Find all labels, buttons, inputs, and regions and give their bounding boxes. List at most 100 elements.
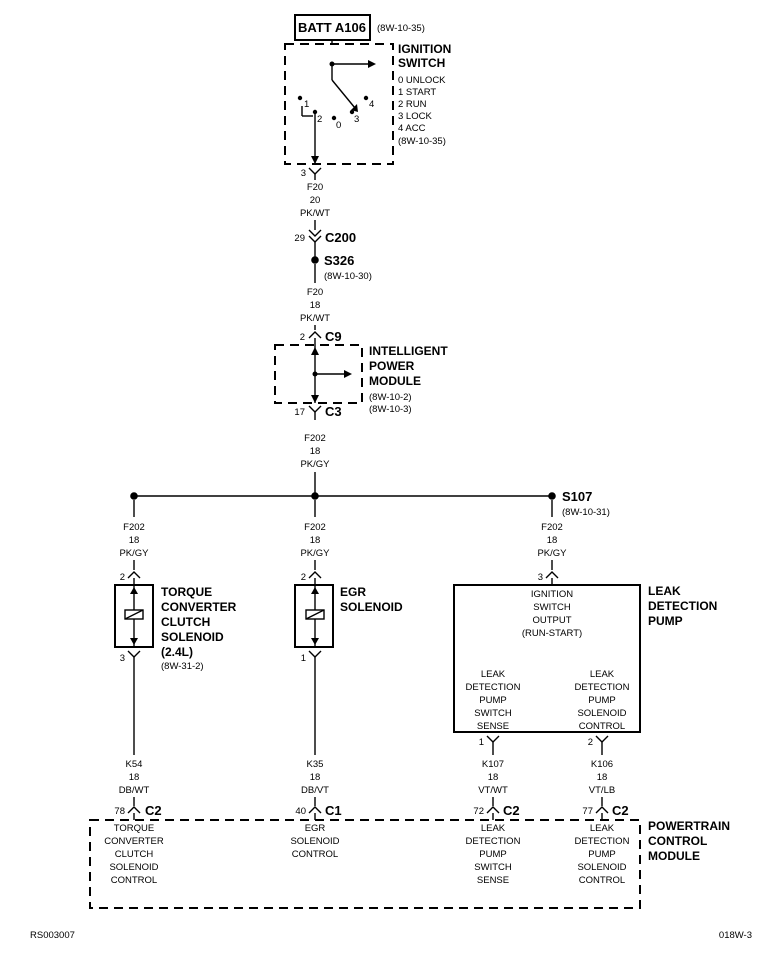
ign-pos-2: 2 RUN bbox=[398, 99, 427, 110]
b1-pin-in: 2 bbox=[120, 572, 125, 583]
ign-pin-4: 4 bbox=[369, 99, 374, 110]
pcm-ldp-sense-5: SENSE bbox=[477, 875, 509, 886]
ign-ref: (8W-10-35) bbox=[398, 136, 446, 147]
ign-pos-0: 0 UNLOCK bbox=[398, 75, 446, 86]
ign-out-pin: 3 bbox=[301, 168, 306, 179]
connector-c200: 29 C200 bbox=[294, 229, 356, 260]
b2-out-color: DB/VT bbox=[301, 785, 329, 796]
pcm-ldp-ctrl-2: DETECTION bbox=[575, 836, 630, 847]
ign-pin-3: 3 bbox=[354, 114, 359, 125]
b1-pcm-conn: C2 bbox=[145, 803, 162, 818]
b3-wire-circuit: F202 bbox=[541, 522, 563, 533]
b2-pcm-conn: C1 bbox=[325, 803, 342, 818]
pcm-egr-3: CONTROL bbox=[292, 849, 338, 860]
b2-wire-circuit: F202 bbox=[304, 522, 326, 533]
powertrain-control-module: POWERTRAIN CONTROL MODULE TORQUE CONVERT… bbox=[89, 819, 730, 909]
ipm-in-conn: C9 bbox=[325, 329, 342, 344]
b3-box-right-4: SOLENOID bbox=[577, 708, 626, 719]
b3-title-1: LEAK bbox=[648, 584, 681, 598]
w2-circuit: F20 bbox=[307, 287, 323, 298]
ipm-title-3: MODULE bbox=[369, 374, 421, 388]
intelligent-power-module: 2 C9 INTELLIGENT POWER MODULE (8W-10-2) … bbox=[274, 329, 448, 420]
b3-pcm-conn-b: C2 bbox=[612, 803, 629, 818]
b3-title-3: PUMP bbox=[648, 614, 683, 628]
b3-box-left-5: SENSE bbox=[477, 721, 509, 732]
branch-egr-solenoid: F202 18 PK/GY 2 1 EGR SOLENOID K35 18 DB… bbox=[294, 522, 403, 820]
ign-pin-0: 0 bbox=[336, 120, 341, 131]
w2-gauge: 18 bbox=[310, 300, 321, 311]
w1-circuit: F20 bbox=[307, 182, 323, 193]
w2-color: PK/WT bbox=[300, 313, 330, 324]
s107-ref: (8W-10-31) bbox=[562, 507, 610, 518]
b3-wire-a-gauge: 18 bbox=[488, 772, 499, 783]
b1-title-5: (2.4L) bbox=[161, 645, 193, 659]
ign-pos-4: 4 ACC bbox=[398, 123, 426, 134]
b2-wire-color: PK/GY bbox=[300, 548, 330, 559]
pcm-ldp-sense-3: PUMP bbox=[479, 849, 506, 860]
b3-box-right-3: PUMP bbox=[588, 695, 615, 706]
b2-pin-in: 2 bbox=[301, 572, 306, 583]
b3-box-left-1: LEAK bbox=[481, 669, 506, 680]
b1-pcm-pin: 78 bbox=[114, 806, 125, 817]
b3-box-top-1: IGNITION bbox=[531, 589, 573, 600]
s326-name: S326 bbox=[324, 253, 354, 268]
s107-name: S107 bbox=[562, 489, 592, 504]
ign-title-1: IGNITION bbox=[398, 42, 451, 56]
pcm-ldp-ctrl-4: SOLENOID bbox=[577, 862, 626, 873]
pcm-title-3: MODULE bbox=[648, 849, 700, 863]
b3-title-2: DETECTION bbox=[648, 599, 717, 613]
pcm-tcc-5: CONTROL bbox=[111, 875, 157, 886]
b2-wire-gauge: 18 bbox=[310, 535, 321, 546]
b2-title-1: EGR bbox=[340, 585, 366, 599]
branch-leak-detection-pump: F202 18 PK/GY 3 LEAK DETECTION PUMP IGNI… bbox=[453, 522, 717, 820]
ipm-title-2: POWER bbox=[369, 359, 415, 373]
batt-ref: (8W-10-35) bbox=[377, 23, 425, 34]
pcm-egr-1: EGR bbox=[305, 823, 326, 834]
distribution-bus: S107 (8W-10-31) bbox=[130, 489, 610, 518]
pcm-tcc-1: TORQUE bbox=[114, 823, 154, 834]
w1-color: PK/WT bbox=[300, 208, 330, 219]
branch-tcc-solenoid: F202 18 PK/GY 2 3 TORQUE CONVERTER CLUTC… bbox=[114, 522, 237, 820]
w1-gauge: 20 bbox=[310, 195, 321, 206]
pcm-tcc-2: CONVERTER bbox=[104, 836, 164, 847]
b3-box-left-4: SWITCH bbox=[474, 708, 512, 719]
b1-wire-color: PK/GY bbox=[119, 548, 149, 559]
b2-out-gauge: 18 bbox=[310, 772, 321, 783]
s326-ref: (8W-10-30) bbox=[324, 271, 372, 282]
b3-wire-color: PK/GY bbox=[537, 548, 567, 559]
ipm-title-1: INTELLIGENT bbox=[369, 344, 448, 358]
pcm-ldp-sense-1: LEAK bbox=[481, 823, 506, 834]
b1-title-1: TORQUE bbox=[161, 585, 212, 599]
b3-box-left-3: PUMP bbox=[479, 695, 506, 706]
w3-gauge: 18 bbox=[310, 446, 321, 457]
b2-pin-out: 1 bbox=[301, 653, 306, 664]
batt-label: BATT A106 bbox=[298, 20, 366, 35]
wire-f202-main: F202 18 PK/GY bbox=[300, 433, 330, 496]
pcm-ldp-ctrl-5: CONTROL bbox=[579, 875, 625, 886]
b3-pin-a: 1 bbox=[479, 737, 484, 748]
b1-ref: (8W-31-2) bbox=[161, 661, 204, 672]
ign-pos-1: 1 START bbox=[398, 87, 436, 98]
b3-pcm-conn-a: C2 bbox=[503, 803, 520, 818]
b3-pin-b: 2 bbox=[588, 737, 593, 748]
pcm-egr-2: SOLENOID bbox=[290, 836, 339, 847]
batt-a106-block: BATT A106 (8W-10-35) bbox=[294, 14, 425, 41]
ignition-switch: 1 2 0 3 4 IGNITION SWITCH 0 UNLOCK 1 STA… bbox=[284, 40, 451, 165]
ipm-in-pin: 2 bbox=[300, 332, 305, 343]
ipm-ref-1: (8W-10-2) bbox=[369, 392, 412, 403]
splice-s326: S326 (8W-10-30) bbox=[311, 253, 372, 283]
b3-box-right-5: CONTROL bbox=[579, 721, 625, 732]
b3-box-top-4: (RUN-START) bbox=[522, 628, 582, 639]
wire-f20-1: F20 20 PK/WT bbox=[300, 182, 330, 230]
b3-box-left-2: DETECTION bbox=[466, 682, 521, 693]
b1-out-circuit: K54 bbox=[126, 759, 143, 770]
b3-box-top-2: SWITCH bbox=[533, 602, 571, 613]
b3-wire-b-gauge: 18 bbox=[597, 772, 608, 783]
ipm-out-conn: C3 bbox=[325, 404, 342, 419]
pcm-tcc-3: CLUTCH bbox=[115, 849, 154, 860]
b1-wire-circuit: F202 bbox=[123, 522, 145, 533]
b1-out-gauge: 18 bbox=[129, 772, 140, 783]
b2-title-2: SOLENOID bbox=[340, 600, 403, 614]
pcm-title-2: CONTROL bbox=[648, 834, 707, 848]
footer-left: RS003007 bbox=[30, 930, 75, 941]
